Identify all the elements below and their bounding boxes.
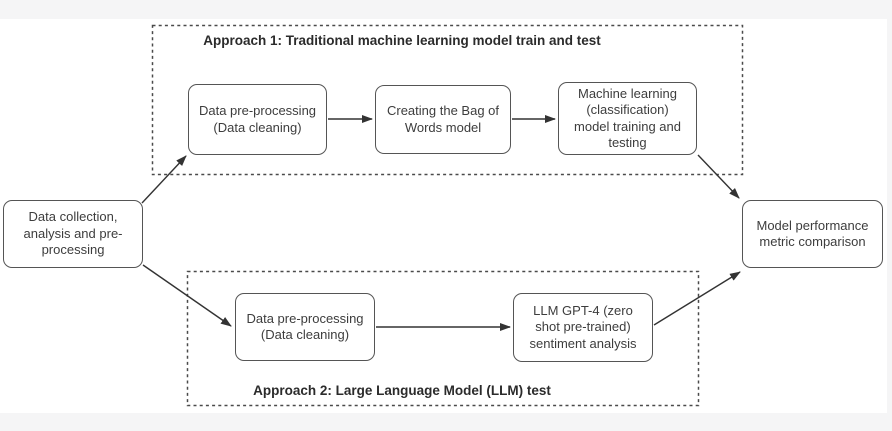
approach1-title: Approach 1: Traditional machine learning… xyxy=(203,33,601,48)
arrow-llm-to-metric xyxy=(653,271,741,326)
node-metric-comparison: Model performance metric comparison xyxy=(742,200,883,268)
diagram-canvas xyxy=(0,19,887,413)
arrow-collection-to-a2-preprocessing xyxy=(142,264,232,327)
node-a1-ml-training: Machine learning (classification) model … xyxy=(558,82,697,155)
node-a1-bag-of-words: Creating the Bag of Words model xyxy=(375,85,511,154)
approach2-group-box xyxy=(186,270,700,407)
arrow-ml-training-to-metric xyxy=(697,154,740,199)
approach1-group-box xyxy=(151,24,744,176)
node-a2-llm-gpt4: LLM GPT-4 (zero shot pre-trained) sentim… xyxy=(513,293,653,362)
node-a2-data-preprocessing: Data pre-processing (Data cleaning) xyxy=(235,293,375,361)
node-a1-data-preprocessing: Data pre-processing (Data cleaning) xyxy=(188,84,327,155)
node-data-collection: Data collection, analysis and pre- proce… xyxy=(3,200,143,268)
arrow-collection-to-a1-preprocessing xyxy=(141,155,187,204)
approach2-title: Approach 2: Large Language Model (LLM) t… xyxy=(253,383,551,398)
